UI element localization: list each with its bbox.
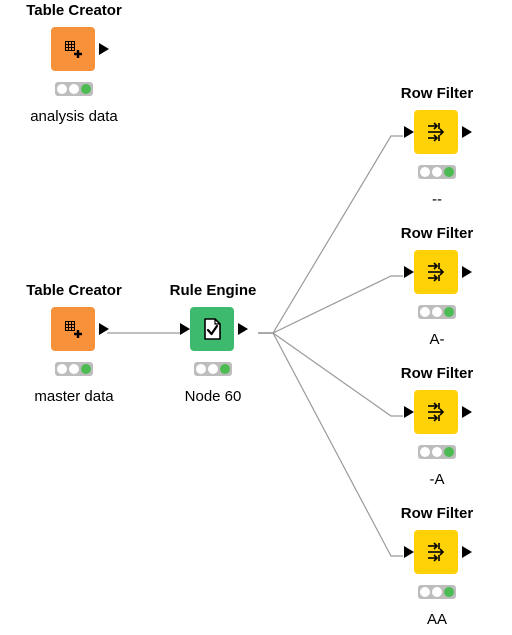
node-row-filter-a-minus[interactable]: Row Filter A- [367,225,507,355]
input-port[interactable] [404,126,414,138]
connection-rule-engine-to-row-filter-aa[interactable] [258,332,403,557]
output-port[interactable] [462,126,472,138]
status-light-green [444,447,454,457]
status-light-green [81,364,91,374]
rule-document-icon[interactable] [190,307,234,351]
node-title: Rule Engine [169,282,257,299]
node-label[interactable]: A- [429,331,445,348]
status-traffic-light [418,445,456,459]
status-light-yellow [69,364,79,374]
node-title: Row Filter [400,365,474,382]
node-title: Table Creator [26,2,122,19]
filter-arrows-icon[interactable] [414,530,458,574]
status-traffic-light [194,362,232,376]
node-row-filter-aa[interactable]: Row Filter AA [367,505,507,635]
node-title: Row Filter [400,85,474,102]
status-light-red [420,587,430,597]
node-row-filter-dashdash[interactable]: Row Filter -- [367,85,507,215]
status-light-green [444,307,454,317]
node-label[interactable]: master data [34,388,114,405]
output-port[interactable] [462,406,472,418]
table-plus-icon[interactable] [51,27,95,71]
status-light-yellow [432,587,442,597]
output-port[interactable] [99,43,109,55]
status-light-yellow [432,447,442,457]
status-light-green [220,364,230,374]
status-traffic-light [55,362,93,376]
status-traffic-light [418,585,456,599]
filter-arrows-icon[interactable] [414,390,458,434]
status-light-red [57,364,67,374]
status-light-red [420,447,430,457]
node-row-filter-minus-a[interactable]: Row Filter -A [367,365,507,495]
status-traffic-light [418,305,456,319]
output-port[interactable] [462,266,472,278]
node-label[interactable]: Node 60 [184,388,242,405]
status-light-yellow [432,307,442,317]
output-port[interactable] [99,323,109,335]
status-light-green [444,167,454,177]
status-light-yellow [432,167,442,177]
node-label[interactable]: -- [432,191,442,208]
node-rule-engine[interactable]: Rule Engine Node 60 [143,282,283,412]
status-light-red [57,84,67,94]
node-table-creator-analysis-data[interactable]: Table Creator analysis data [4,2,144,132]
node-label[interactable]: analysis data [30,108,118,125]
node-title: Table Creator [26,282,122,299]
output-port[interactable] [462,546,472,558]
node-title: Row Filter [400,225,474,242]
filter-arrows-icon[interactable] [414,250,458,294]
status-light-red [196,364,206,374]
status-traffic-light [418,165,456,179]
status-light-red [420,167,430,177]
node-label[interactable]: AA [426,611,447,628]
node-table-creator-master-data[interactable]: Table Creator master data [4,282,144,412]
input-port[interactable] [404,406,414,418]
input-port[interactable] [404,266,414,278]
status-light-red [420,307,430,317]
output-port[interactable] [238,323,248,335]
status-light-green [81,84,91,94]
node-label[interactable]: -A [429,471,445,488]
filter-arrows-icon[interactable] [414,110,458,154]
status-light-green [444,587,454,597]
table-plus-icon[interactable] [51,307,95,351]
status-light-yellow [208,364,218,374]
status-traffic-light [55,82,93,96]
input-port[interactable] [404,546,414,558]
status-light-yellow [69,84,79,94]
input-port[interactable] [180,323,190,335]
node-title: Row Filter [400,505,474,522]
